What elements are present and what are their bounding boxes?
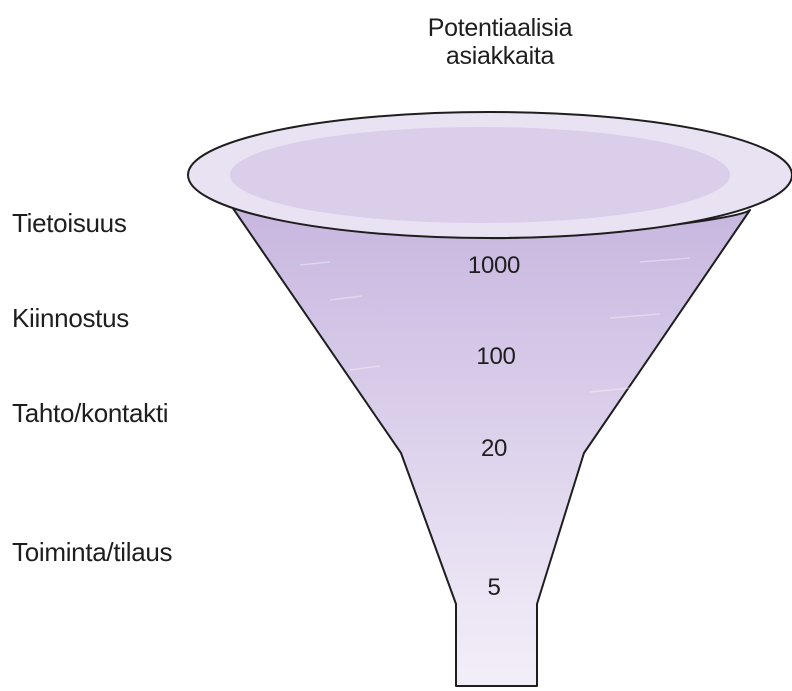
funnel-opening (230, 127, 730, 223)
stage-label-awareness: Tietoisuus (12, 208, 127, 238)
stage-value-desire: 20 (434, 435, 554, 463)
stage-value-action: 5 (434, 574, 554, 602)
stage-value-awareness: 1000 (434, 252, 554, 280)
stage-label-desire: Tahto/kontakti (12, 398, 168, 428)
stage-label-interest: Kiinnostus (12, 303, 129, 333)
stage-label-action: Toiminta/tilaus (12, 537, 172, 567)
stage-value-interest: 100 (436, 343, 556, 371)
